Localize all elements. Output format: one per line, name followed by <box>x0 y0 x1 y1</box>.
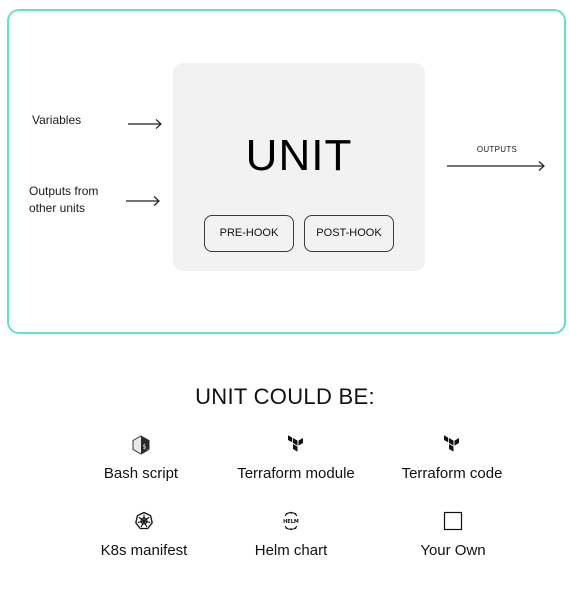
arrow-other-units-to-unit <box>126 196 160 206</box>
option-label: Terraform module <box>237 465 355 482</box>
could-be-heading: UNIT COULD BE: <box>195 384 375 409</box>
helm-icon-text: HELM <box>283 519 299 525</box>
unit-card: UNIT PRE-HOOK POST-HOOK <box>173 63 425 271</box>
post-hook-button[interactable]: POST-HOOK <box>304 215 394 252</box>
option-helm-chart: HELM Helm chart <box>206 511 376 561</box>
input-label-outputs-from-other-units: Outputs from other units <box>29 183 98 217</box>
option-bash-script: $_ Bash script <box>56 435 226 484</box>
option-label: Terraform code <box>401 465 503 482</box>
input-label-line: other units <box>29 201 86 215</box>
kubernetes-icon <box>135 511 153 530</box>
unit-title: UNIT <box>245 131 353 180</box>
diagram-frame <box>7 9 566 334</box>
arrow-variables-to-unit <box>128 119 162 129</box>
svg-text:$_: $_ <box>143 444 151 451</box>
option-label: Helm chart <box>254 542 328 559</box>
option-label: K8s manifest <box>100 542 188 559</box>
arrow-unit-to-outputs <box>447 161 545 171</box>
helm-icon: HELM <box>283 511 299 531</box>
input-label-variables: Variables <box>32 113 82 127</box>
pre-hook-button[interactable]: PRE-HOOK <box>204 215 294 252</box>
bash-icon: $_ <box>132 435 151 455</box>
option-your-own: Your Own <box>368 511 538 561</box>
option-label: Bash script <box>103 465 179 482</box>
input-label-line: Outputs from <box>29 184 99 198</box>
terraform-icon <box>288 435 303 452</box>
option-terraform-code: Terraform code <box>367 435 537 484</box>
option-k8s-manifest: K8s manifest <box>59 511 229 561</box>
outputs-label: OUTPUTS <box>476 145 518 154</box>
empty-square-icon <box>443 511 463 531</box>
option-label: Your Own <box>420 542 486 559</box>
option-terraform-module: Terraform module <box>211 435 381 484</box>
terraform-icon <box>444 435 459 452</box>
